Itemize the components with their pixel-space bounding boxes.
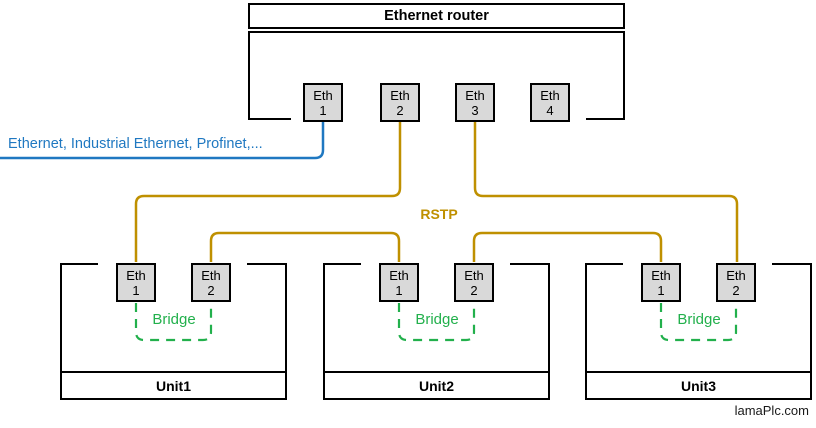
port-label-line1: Eth	[126, 267, 146, 283]
unit1-port-eth1: Eth 1	[116, 263, 156, 302]
unit3-port-eth2: Eth 2	[716, 263, 756, 302]
watermark: lamaPlc.com	[734, 403, 809, 418]
router-port-eth3: Eth 3	[455, 83, 495, 122]
port-label-line2: 1	[395, 282, 403, 298]
port-label-line2: 1	[657, 282, 665, 298]
port-label-line2: 1	[319, 102, 327, 118]
unit-name: Unit1	[156, 377, 191, 394]
port-label-line2: 1	[132, 282, 140, 298]
port-label-line1: Eth	[726, 267, 746, 283]
router-body-outline	[248, 31, 625, 120]
port-label-line1: Eth	[313, 87, 333, 103]
port-label-line1: Eth	[651, 267, 671, 283]
router-title: Ethernet router	[384, 8, 489, 24]
port-label-line1: Eth	[390, 87, 410, 103]
unit3-label-band: Unit3	[585, 371, 812, 400]
router-port-eth4: Eth 4	[530, 83, 570, 122]
router-port-eth1: Eth 1	[303, 83, 343, 122]
unit2-bridge-label: Bridge	[415, 310, 459, 328]
wire-ethernet-callout	[0, 120, 325, 160]
port-label-line2: 2	[207, 282, 215, 298]
unit2-bridge-wire	[397, 303, 476, 342]
unit-name: Unit2	[419, 377, 454, 394]
unit1-bridge-wire	[134, 303, 213, 342]
unit2-label-band: Unit2	[323, 371, 550, 400]
port-label-line2: 4	[546, 102, 554, 118]
ethernet-types-label: Ethernet, Industrial Ethernet, Profinet,…	[8, 136, 263, 152]
port-label-line2: 3	[471, 102, 479, 118]
unit3-port-eth1: Eth 1	[641, 263, 681, 302]
unit1-bridge-label: Bridge	[152, 310, 196, 328]
wire-unit1-eth2-to-unit2-eth1	[209, 231, 401, 262]
unit3-bridge-wire	[659, 303, 738, 342]
port-label-line1: Eth	[540, 87, 560, 103]
unit1-port-eth2: Eth 2	[191, 263, 231, 302]
unit1-label-band: Unit1	[60, 371, 287, 400]
router-title-box: Ethernet router	[248, 3, 625, 29]
unit-name: Unit3	[681, 377, 716, 394]
port-label-line1: Eth	[201, 267, 221, 283]
wire-router-eth3-to-unit3-eth2	[473, 120, 739, 262]
wire-unit2-eth2-to-unit3-eth1	[472, 231, 663, 262]
router-port-eth2: Eth 2	[380, 83, 420, 122]
wire-router-eth2-to-unit1-eth1	[134, 120, 402, 262]
unit2-port-eth1: Eth 1	[379, 263, 419, 302]
port-label-line1: Eth	[464, 267, 484, 283]
port-label-line2: 2	[732, 282, 740, 298]
unit2-body-outline	[323, 263, 550, 371]
port-label-line2: 2	[470, 282, 478, 298]
unit3-body-outline	[585, 263, 812, 371]
port-label-line2: 2	[396, 102, 404, 118]
unit2-port-eth2: Eth 2	[454, 263, 494, 302]
rstp-label: RSTP	[420, 205, 458, 222]
port-label-line1: Eth	[389, 267, 409, 283]
unit1-body-outline	[60, 263, 287, 371]
unit3-bridge-label: Bridge	[677, 310, 721, 328]
port-label-line1: Eth	[465, 87, 485, 103]
